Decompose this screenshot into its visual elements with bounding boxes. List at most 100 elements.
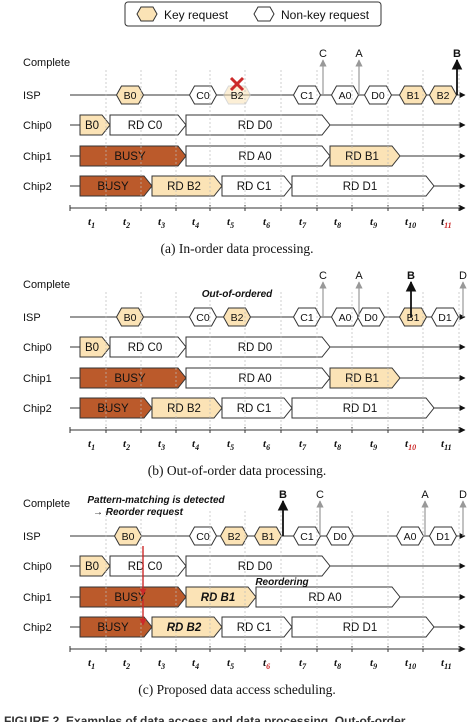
isp-request-c1	[292, 307, 322, 327]
complete-label: A	[421, 489, 429, 501]
time-label-t9: t9	[370, 216, 377, 230]
chip2-task-label: RD C1	[237, 181, 272, 193]
chip2-task	[79, 397, 153, 419]
chip0-task	[185, 114, 331, 136]
isp-request-b0	[115, 85, 145, 105]
row-label-isp: ISP	[23, 531, 41, 543]
chip0-task	[185, 555, 331, 577]
reorder-request-note: → Reorder request	[93, 507, 184, 518]
chip2-task	[79, 175, 153, 197]
isp-request-a0	[395, 526, 425, 546]
row-label-complete: Complete	[23, 498, 70, 510]
pattern-match-note: Pattern-matching is detected	[87, 495, 225, 506]
isp-label: D0	[364, 312, 378, 324]
time-label-t9: t9	[370, 657, 377, 671]
complete-label: C	[319, 270, 327, 282]
isp-request-d0	[356, 307, 386, 327]
row-label-chip0: Chip0	[23, 561, 52, 573]
row-label-complete: Complete	[23, 279, 70, 291]
complete-label: C	[316, 489, 324, 501]
chip1-task	[329, 367, 401, 389]
caption-b: (b) Out-of-order data processing.	[148, 463, 326, 478]
chip0-task	[109, 114, 187, 136]
chip1-task	[79, 586, 187, 608]
row-label-chip2: Chip2	[23, 403, 52, 415]
isp-request-d0	[325, 526, 355, 546]
isp-label: D0	[333, 531, 347, 543]
isp-label: C1	[300, 312, 314, 324]
isp-label: B0	[124, 312, 137, 324]
isp-label: C1	[300, 531, 314, 543]
isp-label: B0	[122, 531, 135, 543]
isp-label: A0	[339, 90, 352, 102]
chip1-task-label: RD B1	[345, 151, 379, 163]
isp-label: A0	[404, 531, 417, 543]
time-label-t11: t11	[441, 657, 452, 671]
chip2-task-label: BUSY	[97, 403, 129, 415]
isp-label: B0	[124, 90, 137, 102]
complete-label: B	[407, 270, 415, 282]
isp-label: B2	[228, 531, 241, 543]
time-label-t7: t7	[299, 216, 307, 230]
chip1-task	[185, 145, 331, 167]
time-label-t4: t4	[192, 438, 199, 452]
out-of-ordered-note: Out-of-ordered	[202, 289, 273, 300]
figure-footer: FIGURE 2. Examples of data access and da…	[0, 711, 474, 722]
chip2-task-label: RD B2	[167, 403, 201, 415]
chip0-task	[109, 555, 187, 577]
chip1-task	[255, 586, 401, 608]
chip0-task-label: RD D0	[238, 342, 273, 354]
row-label-chip1: Chip1	[23, 592, 52, 604]
isp-label: D1	[436, 531, 450, 543]
time-label-t5: t5	[227, 438, 234, 452]
isp-request-b0	[113, 526, 143, 546]
isp-label: B2	[231, 90, 244, 102]
reordering-note: Reordering	[255, 577, 308, 588]
chip2-task-label: BUSY	[97, 181, 129, 193]
chip2-task-label: RD B2	[167, 622, 202, 634]
time-label-t4: t4	[192, 216, 199, 230]
chip2-task-label: RD D1	[343, 622, 378, 634]
legend: Key request Non-key request	[124, 1, 382, 27]
chip2-task	[221, 397, 293, 419]
row-label-chip2: Chip2	[23, 622, 52, 634]
row-label-chip2: Chip2	[23, 181, 52, 193]
complete-label: B	[453, 48, 461, 60]
isp-label: D1	[438, 312, 452, 324]
time-label-t7: t7	[299, 657, 307, 671]
time-label-t1: t1	[88, 438, 95, 452]
isp-label: C0	[196, 312, 210, 324]
row-label-complete: Complete	[23, 57, 70, 69]
isp-request-d0	[363, 85, 393, 105]
chip2-task	[221, 616, 293, 638]
legend-key-swatch	[136, 6, 158, 22]
footer-text: FIGURE 2. Examples of data access and da…	[4, 714, 406, 722]
chip2-task-label: RD D1	[343, 403, 378, 415]
time-label-t10: t10	[405, 657, 416, 671]
row-label-isp: ISP	[23, 90, 41, 102]
complete-label: A	[355, 270, 363, 282]
time-label-t6: t6	[263, 216, 270, 230]
chip1-task	[185, 586, 257, 608]
time-label-t11: t11	[441, 438, 452, 452]
time-label-t4: t4	[192, 657, 199, 671]
isp-request-d1	[428, 526, 458, 546]
chip0-task	[109, 336, 187, 358]
time-label-t1: t1	[88, 216, 95, 230]
chip2-task	[291, 175, 435, 197]
time-label-t2: t2	[123, 216, 130, 230]
chip2-task-label: RD C1	[237, 403, 272, 415]
complete-label: D	[459, 489, 467, 501]
complete-label: C	[319, 48, 327, 60]
chip1-task-label: RD B1	[345, 373, 379, 385]
time-label-t5: t5	[227, 216, 234, 230]
chip1-task-label: RD A0	[308, 592, 341, 604]
isp-label: C0	[196, 531, 210, 543]
time-label-t6: t6	[263, 657, 270, 671]
time-label-t7: t7	[299, 438, 307, 452]
chip2-task	[79, 616, 153, 638]
